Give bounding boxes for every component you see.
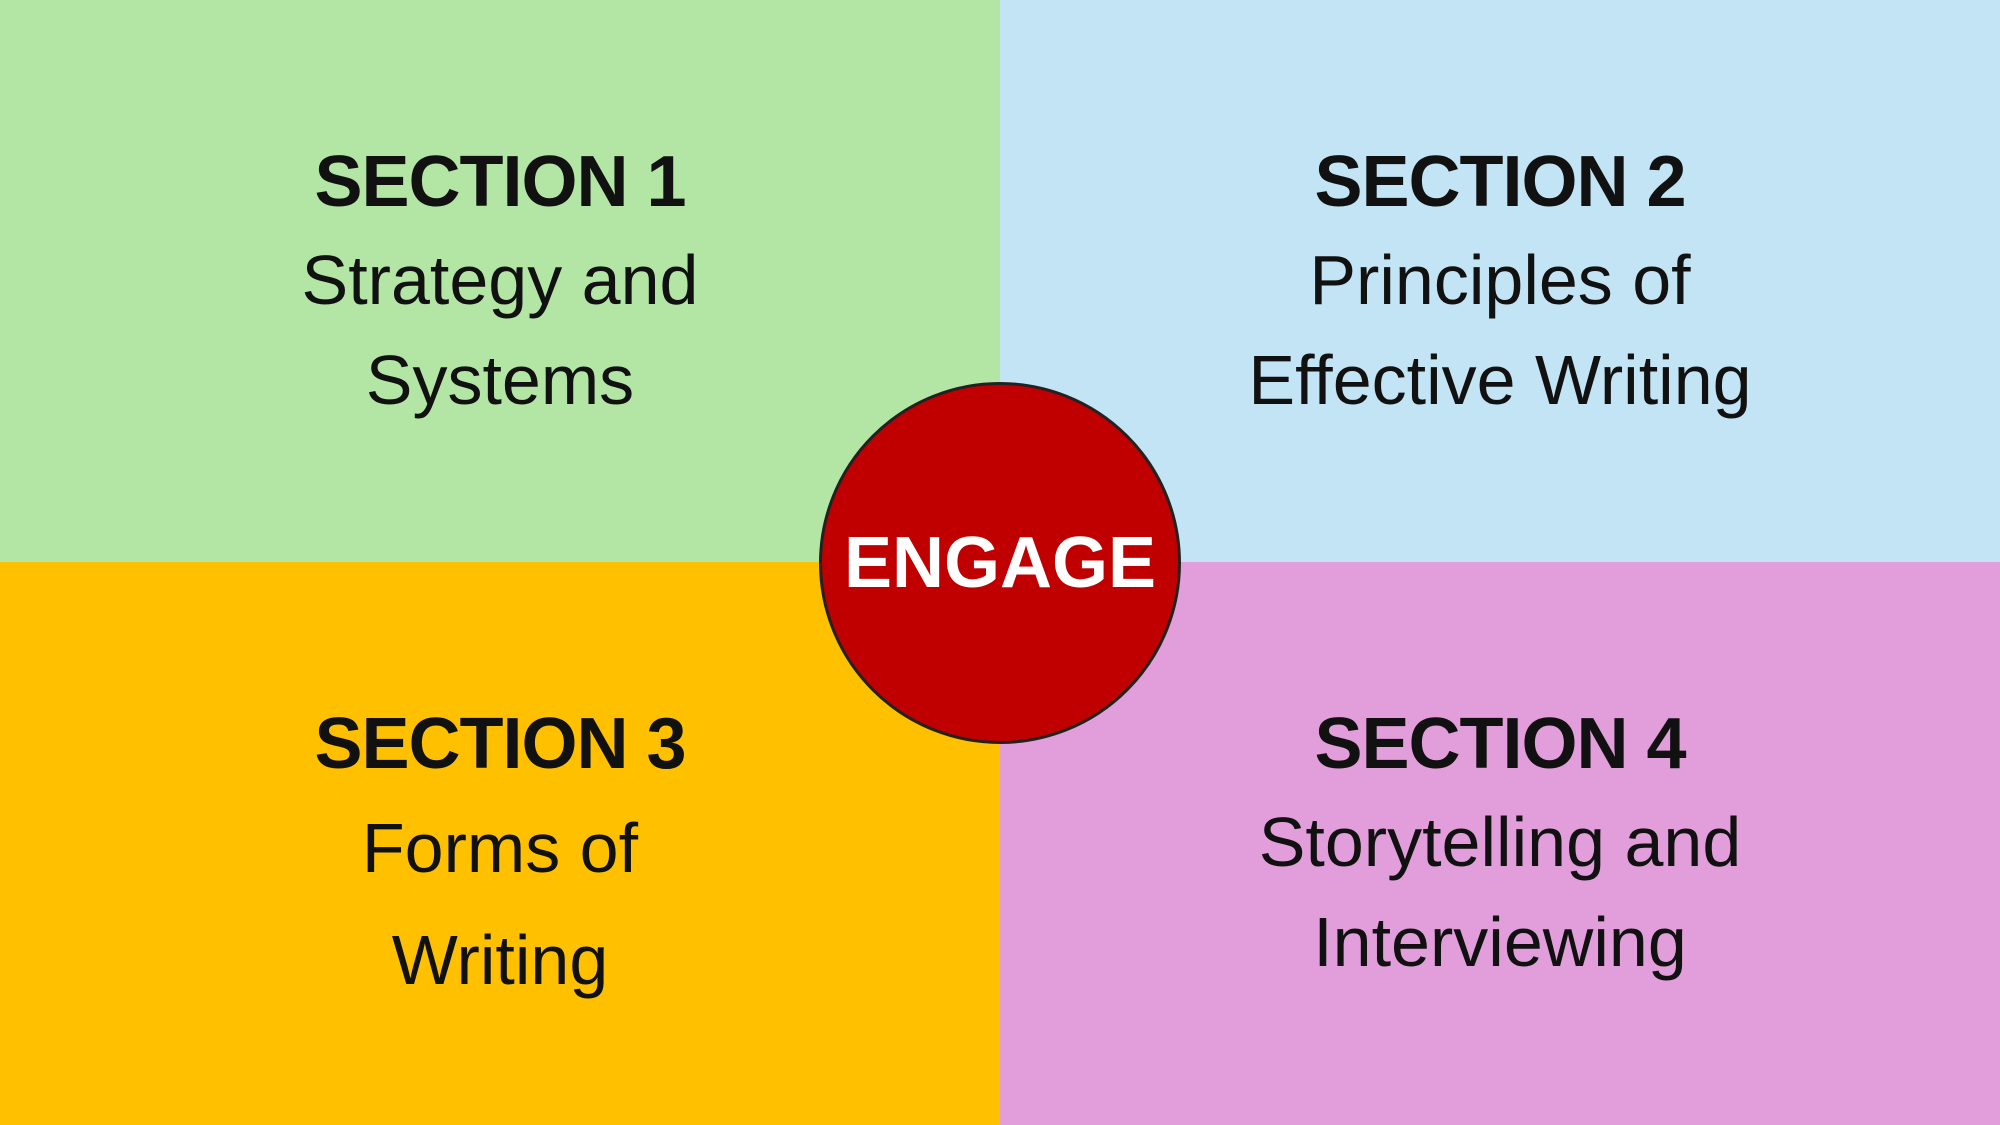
section-4-body: Storytelling and Interviewing: [1258, 803, 1742, 981]
section-2-quadrant: SECTION 2 Principles of Effective Writin…: [1000, 0, 2000, 562]
section-2-text: SECTION 2 Principles of Effective Writin…: [1000, 135, 2000, 430]
center-engage-label: ENGAGE: [843, 523, 1157, 603]
section-2-heading: SECTION 2: [1314, 142, 1686, 222]
section-3-heading: SECTION 3: [314, 704, 686, 784]
center-engage-circle: ENGAGE: [819, 382, 1181, 744]
section-4-quadrant: SECTION 4 Storytelling and Interviewing: [1000, 562, 2000, 1125]
section-3-quadrant: SECTION 3 Forms of Writing: [0, 562, 1000, 1125]
section-2-body: Principles of Effective Writing: [1248, 241, 1752, 419]
section-3-text: SECTION 3 Forms of Writing: [0, 697, 1000, 1016]
section-1-text: SECTION 1 Strategy and Systems: [0, 135, 1000, 430]
section-3-body: Forms of Writing: [361, 809, 639, 999]
section-1-heading: SECTION 1: [314, 142, 686, 222]
section-1-body: Strategy and Systems: [301, 241, 699, 419]
section-4-heading: SECTION 4: [1314, 704, 1686, 784]
section-1-quadrant: SECTION 1 Strategy and Systems: [0, 0, 1000, 562]
section-4-text: SECTION 4 Storytelling and Interviewing: [1000, 697, 2000, 992]
